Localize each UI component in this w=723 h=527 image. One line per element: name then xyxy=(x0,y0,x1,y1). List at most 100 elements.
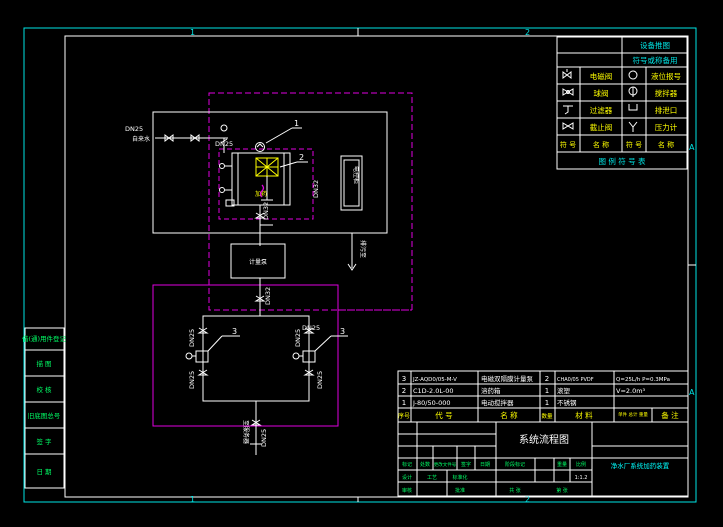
zone-label: 2 xyxy=(525,28,530,37)
globe-valve-icon xyxy=(562,122,574,130)
zone-label: 1 xyxy=(190,28,195,37)
filter-icon xyxy=(220,124,228,132)
suction-valve-icon xyxy=(254,295,266,302)
bom-cell: 电动搅拌器 xyxy=(481,398,514,407)
zone-label: 2 xyxy=(525,495,530,504)
dissolving-tank xyxy=(231,152,291,206)
legend-footer: 名 称 xyxy=(593,140,609,149)
pipe-label: DN25 xyxy=(215,140,233,148)
revision-label: 签字 xyxy=(461,461,471,468)
legend-item: 球阀 xyxy=(594,88,609,98)
legend-item: 排泄口 xyxy=(655,105,678,115)
level-switch-icon xyxy=(219,163,225,169)
bom-cell: V=2.0m³ xyxy=(616,387,646,395)
bom-cell: 2 xyxy=(545,375,549,383)
ball-valve-icon xyxy=(562,88,574,96)
bom-cell: 1 xyxy=(545,399,549,407)
strip-label: 旧底图总号 xyxy=(28,411,61,420)
stage-label: 阶段标记 xyxy=(505,461,525,468)
tank-skid-frame xyxy=(152,111,388,234)
pressure-gauge-icon xyxy=(185,352,193,360)
legend-item: 压力计 xyxy=(655,122,678,132)
drain-label: 排污至 xyxy=(359,240,367,258)
control-cabinet-label: 电控柜 xyxy=(352,166,360,184)
bom-cell: C1D-2.0L-00 xyxy=(413,387,454,395)
valve-icon xyxy=(303,327,315,334)
pipe-label: DN32 xyxy=(264,287,272,305)
callout-number: 1 xyxy=(294,119,299,128)
pump-skid-frame xyxy=(152,284,339,427)
pipe-label: DN32 xyxy=(312,180,320,198)
bom-header: 代 号 xyxy=(435,410,452,420)
check-valve-icon xyxy=(303,369,315,376)
pipe-label: DN32 xyxy=(262,202,270,220)
bom-cell: Q=25L/h P=0.3MPa xyxy=(616,377,670,383)
company-name: 净水厂系统加药装置 xyxy=(611,461,670,470)
bom-cell: 溶药箱 xyxy=(481,386,501,395)
legend-caption: 图 例 符 号 表 xyxy=(598,156,646,166)
solenoid-valve-icon xyxy=(190,134,200,142)
filter-icon xyxy=(563,105,573,115)
bom-header: 备 注 xyxy=(661,410,679,420)
pump-box-label: 计量泵 xyxy=(249,258,267,266)
dosing-enclosure-dashed xyxy=(208,92,413,311)
sign-label: 审核 xyxy=(402,487,412,494)
metering-pump-box xyxy=(230,243,286,279)
inlet-label: 自来水 xyxy=(132,135,150,143)
strip-label: 描 图 xyxy=(36,359,51,368)
sheet-label: 共 张 xyxy=(509,487,521,494)
drain-icon xyxy=(628,104,638,111)
bom-cell: 电磁双隔膜计量泵 xyxy=(481,374,534,383)
sign-label: 标准化 xyxy=(452,474,467,481)
pipe-label: DN25 xyxy=(302,324,320,332)
magenta-marker xyxy=(259,184,265,198)
strip-label: 日 期 xyxy=(36,468,52,476)
solenoid-valve-icon xyxy=(562,69,572,79)
revision-label: 处数 xyxy=(420,461,430,468)
sign-label: 设计 xyxy=(402,474,412,481)
pressure-gauge-icon xyxy=(628,121,638,132)
legend-item: 过滤器 xyxy=(590,105,613,115)
pipe-label: DN25 xyxy=(294,329,302,347)
discharge-valve-icon xyxy=(250,419,262,426)
level-box xyxy=(225,199,235,207)
legend-item: 截止阀 xyxy=(590,122,613,132)
legend-footer: 名 称 xyxy=(658,140,674,149)
bom-cell: 3 xyxy=(402,375,406,383)
valve-icon xyxy=(197,327,209,334)
level-switch-icon xyxy=(219,187,225,193)
sheet-label: 第 张 xyxy=(556,487,568,494)
legend-footer: 符 号 xyxy=(626,140,642,149)
outlet-label: 至服务器 xyxy=(242,420,250,444)
legend-item: 电磁阀 xyxy=(590,71,613,81)
legend-item: 搅拌器 xyxy=(655,88,678,98)
legend-header: 符号或称备用 xyxy=(633,55,678,65)
pipe-label: DN25 xyxy=(188,371,196,389)
weight-label: 重量 xyxy=(557,461,567,468)
revision-label: 标记 xyxy=(402,461,412,468)
agitator-icon xyxy=(628,86,638,97)
level-sensor-icon xyxy=(255,142,265,152)
level-sensor-icon xyxy=(628,70,638,80)
legend-item: 液位报号 xyxy=(651,71,681,81)
drawing-name: 系统流程图 xyxy=(519,433,569,446)
outer-frame xyxy=(23,27,697,503)
bom-header: 数量 xyxy=(541,412,553,420)
metering-pump xyxy=(195,350,209,363)
control-cabinet xyxy=(340,155,363,211)
outlet-valve-icon xyxy=(254,212,266,219)
zone-label: A xyxy=(689,388,695,397)
callout-number: 3 xyxy=(340,327,345,336)
pressure-gauge-icon xyxy=(292,352,300,360)
zone-label: A xyxy=(689,143,695,152)
scale-label: 比例 xyxy=(576,461,586,468)
bom-header: 名 称 xyxy=(500,410,518,420)
bom-cell: 滚塑 xyxy=(557,386,571,395)
callout-number: 2 xyxy=(299,153,304,162)
bom-cell: 1 xyxy=(545,387,549,395)
revision-label: 更改文件号 xyxy=(434,461,457,468)
inner-frame xyxy=(64,35,689,498)
bom-cell: 1 xyxy=(402,399,406,407)
